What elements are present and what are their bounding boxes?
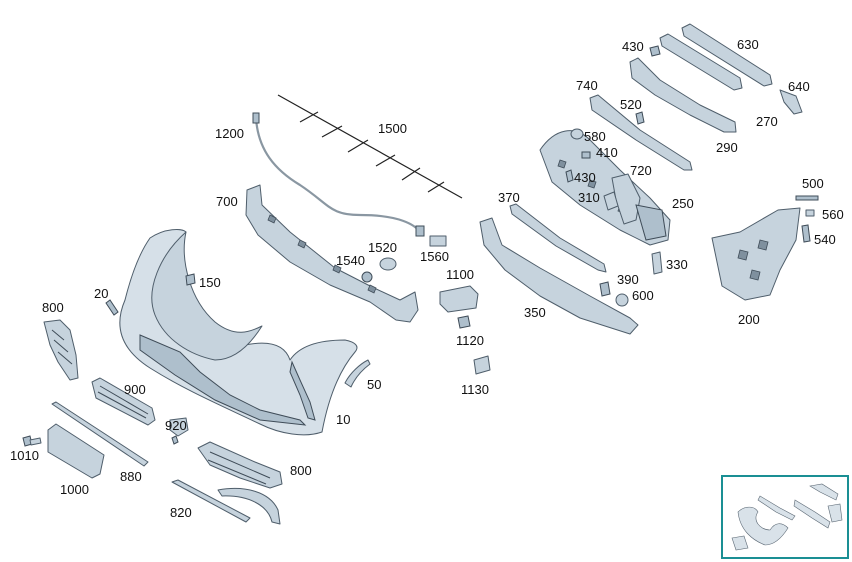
- part-640-trim: [779, 89, 803, 115]
- part-540-bolt: [801, 224, 811, 243]
- part-520-clip: [635, 111, 645, 125]
- part-410-clip: [581, 151, 591, 159]
- label-270: 270: [756, 114, 778, 129]
- thumbnail-preview[interactable]: [721, 475, 849, 559]
- part-330-bracket: [651, 251, 663, 275]
- part-20-clip: [105, 299, 119, 316]
- label-1100: 1100: [446, 267, 474, 282]
- label-1560: 1560: [420, 249, 449, 264]
- label-720: 720: [630, 163, 652, 178]
- part-630-bar: [659, 23, 773, 91]
- part-430-clip-upper: [649, 45, 661, 57]
- label-20: 20: [94, 286, 108, 301]
- label-600: 600: [632, 288, 654, 303]
- part-800-right-grille: [197, 441, 283, 489]
- part-10-bumper-cover: [119, 229, 358, 436]
- part-1010-bolt: [22, 435, 42, 447]
- label-700: 700: [216, 194, 238, 209]
- part-370-strip: [509, 203, 607, 273]
- label-900: 900: [124, 382, 146, 397]
- label-1500: 1500: [378, 121, 407, 136]
- part-1120-sensor: [457, 315, 471, 329]
- part-740-upper-rail: [589, 94, 693, 171]
- label-560: 560: [822, 207, 844, 222]
- label-150: 150: [199, 275, 221, 290]
- label-1130: 1130: [461, 382, 489, 397]
- part-290-rail: [629, 57, 737, 133]
- label-800-right: 800: [290, 463, 312, 478]
- label-630: 630: [737, 37, 759, 52]
- label-430-lower: 430: [574, 170, 596, 185]
- label-880: 880: [120, 469, 142, 484]
- part-250-bracket: [635, 204, 667, 241]
- label-580: 580: [584, 129, 606, 144]
- label-50: 50: [367, 377, 381, 392]
- label-740: 740: [576, 78, 598, 93]
- label-800-left: 800: [42, 300, 64, 315]
- part-1100-sensor-bracket: [439, 285, 479, 313]
- part-800-left-grille: [43, 319, 79, 381]
- part-labels: 10 20 50 150 200 250 270 290 310 330 350…: [10, 37, 844, 520]
- label-390: 390: [617, 272, 639, 287]
- label-920: 920: [165, 418, 187, 433]
- label-350: 350: [524, 305, 546, 320]
- part-880-trim-strip: [51, 401, 149, 467]
- label-1000: 1000: [60, 482, 89, 497]
- part-1500-wiring-comb: [277, 94, 463, 199]
- part-500-bolt: [795, 195, 819, 201]
- label-1120: 1120: [456, 333, 484, 348]
- label-520: 520: [620, 97, 642, 112]
- part-1540-clip: [361, 271, 373, 283]
- part-600-grommet: [615, 293, 629, 307]
- part-1200-hose: [252, 112, 425, 237]
- part-820-trim: [171, 479, 281, 525]
- part-430-clip-lower: [565, 169, 574, 183]
- label-370: 370: [498, 190, 520, 205]
- part-390-clip: [599, 281, 611, 297]
- label-1520: 1520: [368, 240, 397, 255]
- label-290: 290: [716, 140, 738, 155]
- part-200-side-bracket: [711, 207, 801, 301]
- label-1200: 1200: [215, 126, 244, 141]
- label-410: 410: [596, 145, 618, 160]
- part-150-clip: [185, 273, 196, 286]
- label-430-upper: 430: [622, 39, 644, 54]
- part-560-clip: [805, 209, 815, 217]
- label-540: 540: [814, 232, 836, 247]
- label-10: 10: [336, 412, 350, 427]
- part-1560-connector: [429, 235, 447, 247]
- part-740-support-frame: [539, 130, 671, 246]
- part-50-trim-strip: [344, 359, 371, 388]
- part-700-bracket-rail: [245, 184, 419, 323]
- label-250: 250: [672, 196, 694, 211]
- label-640: 640: [788, 79, 810, 94]
- label-310: 310: [578, 190, 600, 205]
- label-330: 330: [666, 257, 688, 272]
- part-1000-license-plate-bracket: [47, 423, 105, 479]
- label-1010: 1010: [10, 448, 39, 463]
- label-200: 200: [738, 312, 760, 327]
- part-350-lower-beam: [479, 217, 639, 335]
- part-310-bracket: [603, 191, 619, 211]
- part-920-bracket: [169, 417, 189, 445]
- part-580-nut: [570, 128, 584, 140]
- label-820: 820: [170, 505, 192, 520]
- part-900-lower-grille: [91, 377, 156, 426]
- label-1540: 1540: [336, 253, 365, 268]
- part-1520-grommet: [379, 257, 397, 271]
- label-500: 500: [802, 176, 824, 191]
- part-1130-cover: [473, 355, 491, 375]
